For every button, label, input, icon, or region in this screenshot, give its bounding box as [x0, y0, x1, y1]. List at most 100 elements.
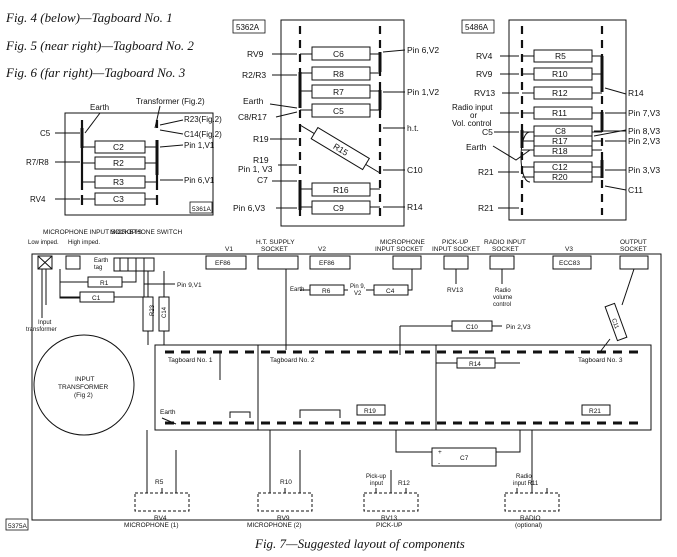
caption-fig6: Fig. 6 (far right)—Tagboard No. 3 [5, 65, 186, 80]
b1-transformer: Transformer (Fig.2) [136, 97, 205, 106]
b2-r19b: R19 [253, 155, 269, 165]
b2-ht: h.t. [407, 123, 419, 133]
b1-rv4: RV4 [30, 195, 46, 204]
b3-earth: Earth [466, 142, 487, 152]
pin9v2-a: Pin 9, [350, 284, 366, 290]
b3-comp-r10: R10 [552, 69, 568, 79]
tagboard3-label: Tagboard No. 3 [578, 357, 623, 364]
pin2v3-label: Pin 2,V3 [506, 324, 531, 331]
r21-label: R21 [589, 408, 601, 415]
pickup-label: PICK-UP [376, 522, 402, 529]
b1-c5: C5 [40, 129, 51, 138]
code-box-b1 [189, 201, 213, 214]
c7-minus: - [438, 460, 440, 467]
low-imped-label: Low imped. [28, 240, 59, 246]
mic2-label: MICROPHONE (2) [247, 522, 302, 529]
pickup-input-2: input [370, 481, 383, 487]
mic-input-socket-2: INPUT SOCKET [375, 246, 423, 253]
pickup-input-1: Pick-up [366, 474, 387, 480]
radio-pot [504, 492, 560, 512]
tagboard-area [154, 344, 652, 431]
tagboard-2-figure: 5362A C6 R8 R7 C5 R15 R16 C9 RV9 R2/R3 E… [232, 19, 439, 227]
c14-label: C14 [162, 306, 168, 318]
output-socket [619, 255, 649, 270]
r10-label: R10 [280, 479, 292, 486]
rv13-label: RV13 [447, 287, 464, 294]
v3-label: V3 [565, 246, 573, 253]
c1-label: C1 [92, 295, 101, 302]
b1-comp-r3: R3 [113, 177, 124, 187]
earth-tag-1: Earth [94, 258, 108, 264]
tagboard-1-outline [64, 112, 214, 216]
b2-comp-c5: C5 [333, 106, 344, 116]
b3-comp-r12: R12 [552, 88, 568, 98]
b3-r21b: R21 [478, 203, 494, 213]
pickup-socket [443, 255, 469, 270]
b1-r7r8: R7/R8 [26, 158, 49, 167]
r19-label: R19 [364, 408, 376, 415]
tagboard-3-outline [508, 19, 627, 221]
tagboard-2-outline [280, 19, 405, 227]
radio-socket-1: RADIO INPUT [484, 239, 526, 246]
ht-socket-2: SOCKET [261, 246, 288, 253]
b2-pin1v2: Pin 1,V2 [407, 87, 439, 97]
radio-input-1: Radio [516, 474, 532, 480]
pickup-socket-1: PICK-UP [442, 239, 468, 246]
high-imped-label: High imped. [68, 240, 100, 246]
v3-tube: ECC83 [559, 260, 580, 267]
radio-vol-3: control [493, 302, 511, 308]
code-box-b2 [232, 19, 266, 34]
b2-comp-r7: R7 [333, 87, 344, 97]
b3-rv9: RV9 [476, 69, 493, 79]
b3-comp-r5: R5 [555, 51, 566, 61]
b3-r14: R14 [628, 88, 644, 98]
r1-label: R1 [100, 280, 109, 287]
b2-r2r3: R2/R3 [242, 70, 266, 80]
earth-r6: Earth [290, 287, 304, 293]
c11-label: C11 [610, 318, 619, 331]
radio-vol-1: Radio [495, 288, 511, 294]
r5-label: R5 [155, 479, 164, 486]
code-b1: 5361A [192, 206, 211, 213]
b3-c5: C5 [482, 127, 493, 137]
high-imped-socket [65, 255, 81, 270]
mic-input-socket [392, 255, 422, 270]
v1-tube: EF86 [215, 260, 231, 267]
b2-c10: C10 [407, 165, 423, 175]
b2-c7: C7 [257, 175, 268, 185]
b3-comp-r17: R17 [552, 136, 568, 146]
rv9-pot [257, 492, 313, 512]
input-tf-2: transformer [26, 327, 57, 333]
c4-label: C4 [386, 288, 395, 295]
b2-c8r17: C8/R17 [238, 112, 267, 122]
b3-comp-r18: R18 [552, 146, 568, 156]
b3-pin2: Pin 2,V3 [628, 136, 660, 146]
radio-socket-2: SOCKET [492, 246, 519, 253]
v2-tube: EF86 [319, 260, 335, 267]
b3-comp-r11: R11 [552, 108, 567, 118]
c10-label: C10 [466, 324, 478, 331]
r6-label: R6 [322, 288, 331, 295]
code-main: 5375A [8, 523, 27, 530]
caption-fig7: Fig. 7—Suggested layout of components [254, 536, 465, 551]
mic1-label: MICROPHONE (1) [124, 522, 179, 529]
caption-fig4: Fig. 4 (below)—Tagboard No. 1 [5, 10, 173, 25]
b2-pin6v2: Pin 6,V2 [407, 45, 439, 55]
input-transformer-2: TRANSFORMER [58, 384, 109, 391]
b1-comp-c2: C2 [113, 142, 124, 152]
output-socket-1: OUTPUT [620, 239, 647, 246]
code-b3: 5486A [465, 23, 489, 32]
input-transformer-3: (Fig 2) [74, 392, 93, 399]
b3-comp-c12: C12 [552, 162, 568, 172]
b3-rv13: RV13 [474, 88, 495, 98]
b1-c14: C14(Fig.2) [184, 130, 222, 139]
mic-input-socket-1: MICROPHONE [380, 239, 425, 246]
b3-c11: C11 [628, 185, 643, 195]
b3-pin8: Pin 8,V3 [628, 126, 660, 136]
b3-pin3: Pin 3,V3 [628, 165, 660, 175]
r14-label: R14 [469, 361, 481, 368]
b2-comp-c9: C9 [333, 203, 344, 213]
b1-earth: Earth [90, 103, 109, 112]
b1-r23: R23(Fig.2) [184, 115, 222, 124]
b2-pin6v3: Pin 6,V3 [233, 203, 265, 213]
